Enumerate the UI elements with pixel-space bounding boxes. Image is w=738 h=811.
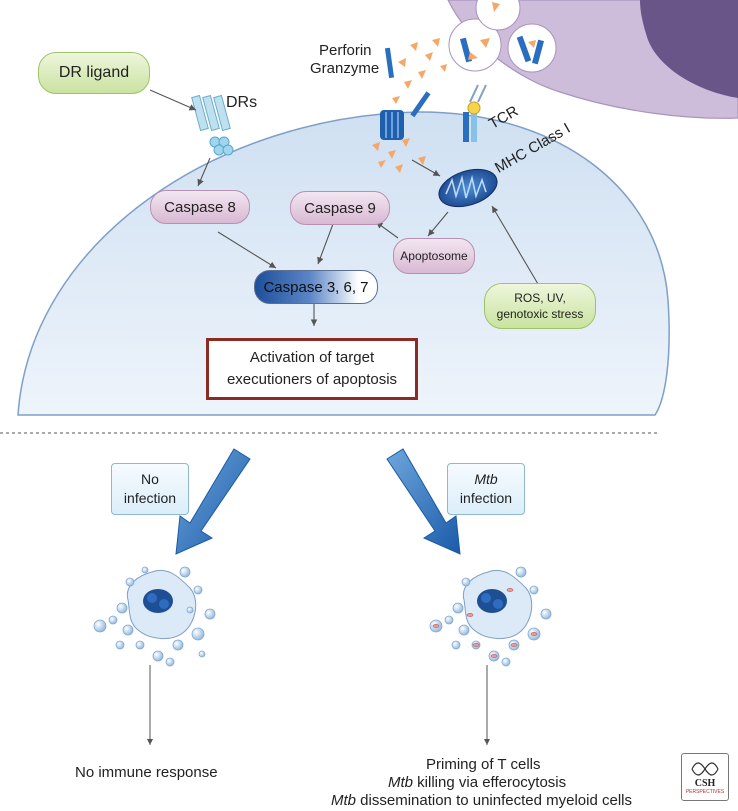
apoptosome-box: Apoptosome (393, 238, 475, 274)
stress-label-line2: genotoxic stress (496, 307, 584, 321)
mitochondrion (438, 168, 498, 208)
arrow-no-infection (175, 448, 251, 555)
caspase-367-label: Caspase 3, 6, 7 (263, 278, 369, 296)
outcome-mtb-killing-italic: Mtb (388, 774, 414, 791)
caspase-8-box: Caspase 8 (150, 190, 250, 224)
arrow-mtb-infection (386, 448, 461, 555)
csh-perspectives-logo: CSH PERSPECTIVES (681, 753, 729, 801)
dr-ligand-box: DR ligand (38, 52, 150, 94)
no-infection-label-line2: infection (123, 490, 177, 506)
outcome-priming-t-cells: Priming of T cells (426, 756, 541, 773)
caspase-8-label: Caspase 8 (164, 198, 236, 216)
executioners-label-line2: executioners of apoptosis (226, 371, 398, 388)
outcome-mtb-killing-rest: killing via efferocytosis (413, 774, 567, 791)
caspase-9-box: Caspase 9 (290, 191, 390, 225)
drs-label: DRs (226, 94, 258, 111)
caspase-9-label: Caspase 9 (304, 199, 376, 217)
dr-ligand-label: DR ligand (58, 64, 130, 81)
apoptotic-cell-left (93, 566, 216, 667)
caspase-367-box: Caspase 3, 6, 7 (254, 270, 378, 304)
executioners-label-line1: Activation of target (249, 349, 375, 366)
outcome-mtb-dissemination-italic: Mtb (331, 792, 357, 809)
mtb-infection-label-italic: Mtb (474, 471, 498, 487)
tcr-mhc-complex (463, 84, 487, 142)
logo-csh: CSH (694, 777, 716, 789)
cytotoxic-t-cell (447, 0, 738, 119)
apoptosome-label: Apoptosome (400, 249, 468, 263)
death-receptor (191, 94, 234, 156)
mtb-infection-box: Mtb infection (447, 463, 525, 515)
granzyme-particles (372, 38, 447, 173)
apoptotic-cell-right (429, 566, 552, 667)
perforin-pore (380, 110, 404, 140)
stress-label-line1: ROS, UV, (514, 291, 566, 305)
outcome-mtb-killing: Mtb killing via efferocytosis (388, 774, 566, 791)
executioners-box: Activation of target executioners of apo… (206, 338, 418, 400)
no-immune-response-label: No immune response (75, 764, 218, 781)
outcome-mtb-dissemination: Mtb dissemination to uninfected myeloid … (331, 792, 632, 809)
no-infection-label-line1: No (141, 471, 159, 487)
dna-helix-icon (691, 761, 719, 776)
perforin-label: Perforin (319, 42, 372, 59)
stress-box: ROS, UV, genotoxic stress (484, 283, 596, 329)
outcome-mtb-dissemination-rest: dissemination to uninfected myeloid cell… (356, 792, 632, 809)
no-infection-box: No infection (111, 463, 189, 515)
mtb-infection-label-line2: infection (459, 490, 513, 506)
granzyme-label: Granzyme (310, 60, 380, 77)
logo-perspectives: PERSPECTIVES (685, 788, 725, 795)
target-cell (17, 111, 670, 416)
